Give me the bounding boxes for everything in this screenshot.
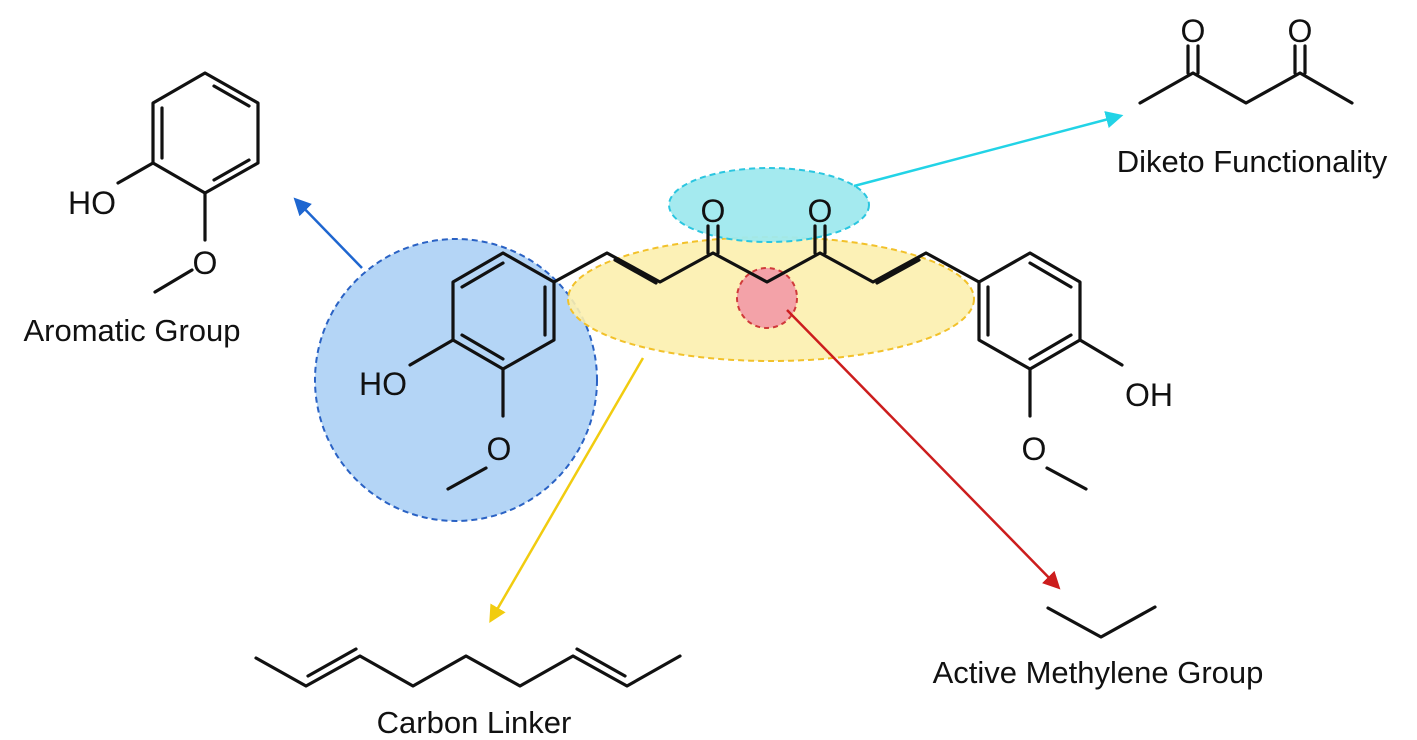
active-methylene-group-label: Active Methylene Group [933,655,1264,690]
right-aromatic-ring [977,251,1124,491]
curcumin-molecule: HO O O O OH O [359,193,1173,491]
carbon-linker-fragment [254,647,682,688]
pointer-arrows [293,111,1124,624]
diketo-arrow [853,111,1124,188]
highlight-regions [314,167,975,522]
fragment-hydroxyl-label: HO [68,185,116,221]
carbon-linker-arrow [489,357,645,624]
active-methylene-highlight [736,267,798,329]
left-methoxy-oxygen-label: O [487,431,512,467]
aromatic-group-label: Aromatic Group [23,313,240,348]
diketo-oxygen-left-label: O [1181,13,1206,49]
diketo-fragment [1138,44,1354,105]
diketo-oxygen-right-label: O [1288,13,1313,49]
carbon-linker-label: Carbon Linker [377,705,572,740]
right-hydroxyl-label: OH [1125,377,1173,413]
fragment-methoxy-oxygen-label: O [193,245,218,281]
diketo-functionality-label: Diketo Functionality [1117,144,1388,179]
active-methylene-fragment [1046,605,1157,639]
aromatic-group-highlight [314,238,598,522]
left-hydroxyl-label: HO [359,366,407,402]
right-methoxy-oxygen-label: O [1022,431,1047,467]
carbon-chain [552,224,981,285]
active-methylene-arrow [786,309,1061,590]
carbonyl-oxygen-left-label: O [701,193,726,229]
diketo-highlight [668,167,870,243]
carbonyl-oxygen-right-label: O [808,193,833,229]
aromatic-group-fragment [116,71,260,294]
aromatic-arrow [293,197,363,269]
